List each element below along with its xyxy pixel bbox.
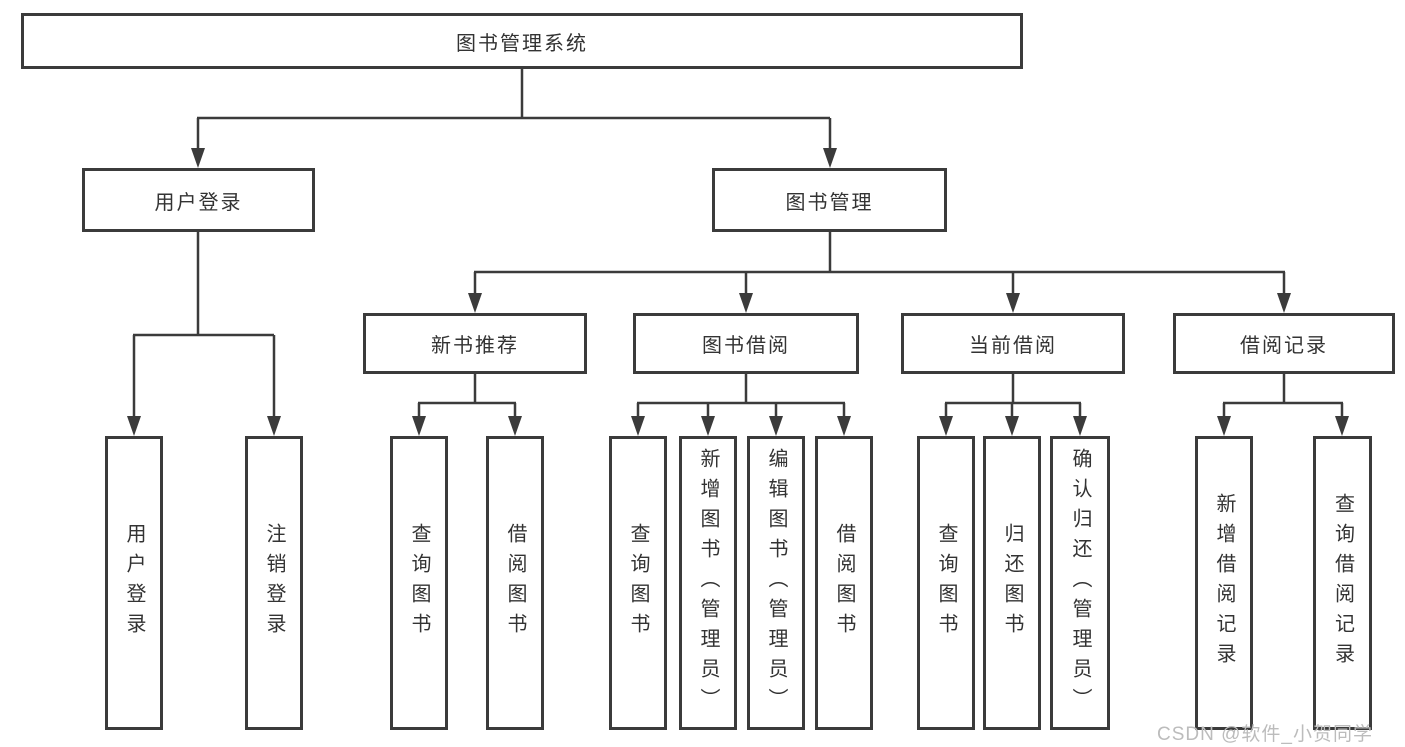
node-current-borrowing: 当前借阅 xyxy=(901,313,1125,374)
node-user-login-label: 用户登录 xyxy=(154,191,243,214)
node-current-borrowing-label: 当前借阅 xyxy=(969,335,1057,357)
arrowheads xyxy=(127,148,1349,436)
csdn-watermark: CSDN @软件_小贺同学 xyxy=(1157,724,1373,745)
leaf-newbook-borrow-books-label: 借阅图书 xyxy=(504,523,526,643)
node-new-book-recommend-label: 新书推荐 xyxy=(431,335,519,357)
leaf-records-query-record: 查询借阅记录 xyxy=(1313,436,1372,730)
leaf-user-login: 用户登录 xyxy=(105,436,163,730)
leaf-newbook-query-books: 查询图书 xyxy=(390,436,448,730)
node-root-label: 图书管理系统 xyxy=(456,32,588,55)
leaf-current-confirm-return-admin-label: 确认归还（管理员） xyxy=(1069,448,1091,718)
node-book-borrowing: 图书借阅 xyxy=(633,313,859,374)
leaf-current-return-books: 归还图书 xyxy=(983,436,1041,730)
leaf-logout: 注销登录 xyxy=(245,436,303,730)
node-book-management-label: 图书管理 xyxy=(785,191,874,214)
leaf-records-query-record-label: 查询借阅记录 xyxy=(1331,493,1354,673)
node-root-system: 图书管理系统 xyxy=(21,13,1023,69)
leaf-current-query-books: 查询图书 xyxy=(917,436,975,730)
leaf-records-add-record-label: 新增借阅记录 xyxy=(1213,493,1235,673)
leaf-current-query-books-label: 查询图书 xyxy=(935,523,957,643)
leaf-borrow-add-books-admin-label: 新增图书（管理员） xyxy=(697,448,719,718)
leaf-current-return-books-label: 归还图书 xyxy=(1001,523,1023,643)
leaf-newbook-query-books-label: 查询图书 xyxy=(408,523,430,643)
leaf-borrow-borrow-books-label: 借阅图书 xyxy=(833,523,855,643)
leaf-borrow-add-books-admin: 新增图书（管理员） xyxy=(679,436,737,730)
leaf-borrow-query-books-label: 查询图书 xyxy=(627,523,649,643)
node-book-borrowing-label: 图书借阅 xyxy=(702,335,790,357)
node-book-management: 图书管理 xyxy=(712,168,947,232)
leaf-borrow-query-books: 查询图书 xyxy=(609,436,667,730)
node-user-login: 用户登录 xyxy=(82,168,315,232)
leaf-borrow-edit-books-admin-label: 编辑图书（管理员） xyxy=(765,448,787,718)
leaf-user-login-label: 用户登录 xyxy=(123,523,145,643)
leaf-newbook-borrow-books: 借阅图书 xyxy=(486,436,544,730)
node-new-book-recommend: 新书推荐 xyxy=(363,313,587,374)
node-borrowing-records: 借阅记录 xyxy=(1173,313,1395,374)
leaf-current-confirm-return-admin: 确认归还（管理员） xyxy=(1050,436,1110,730)
leaf-logout-label: 注销登录 xyxy=(263,523,285,643)
node-borrowing-records-label: 借阅记录 xyxy=(1240,335,1328,357)
leaf-borrow-borrow-books: 借阅图书 xyxy=(815,436,873,730)
leaf-records-add-record: 新增借阅记录 xyxy=(1195,436,1253,730)
leaf-borrow-edit-books-admin: 编辑图书（管理员） xyxy=(747,436,805,730)
